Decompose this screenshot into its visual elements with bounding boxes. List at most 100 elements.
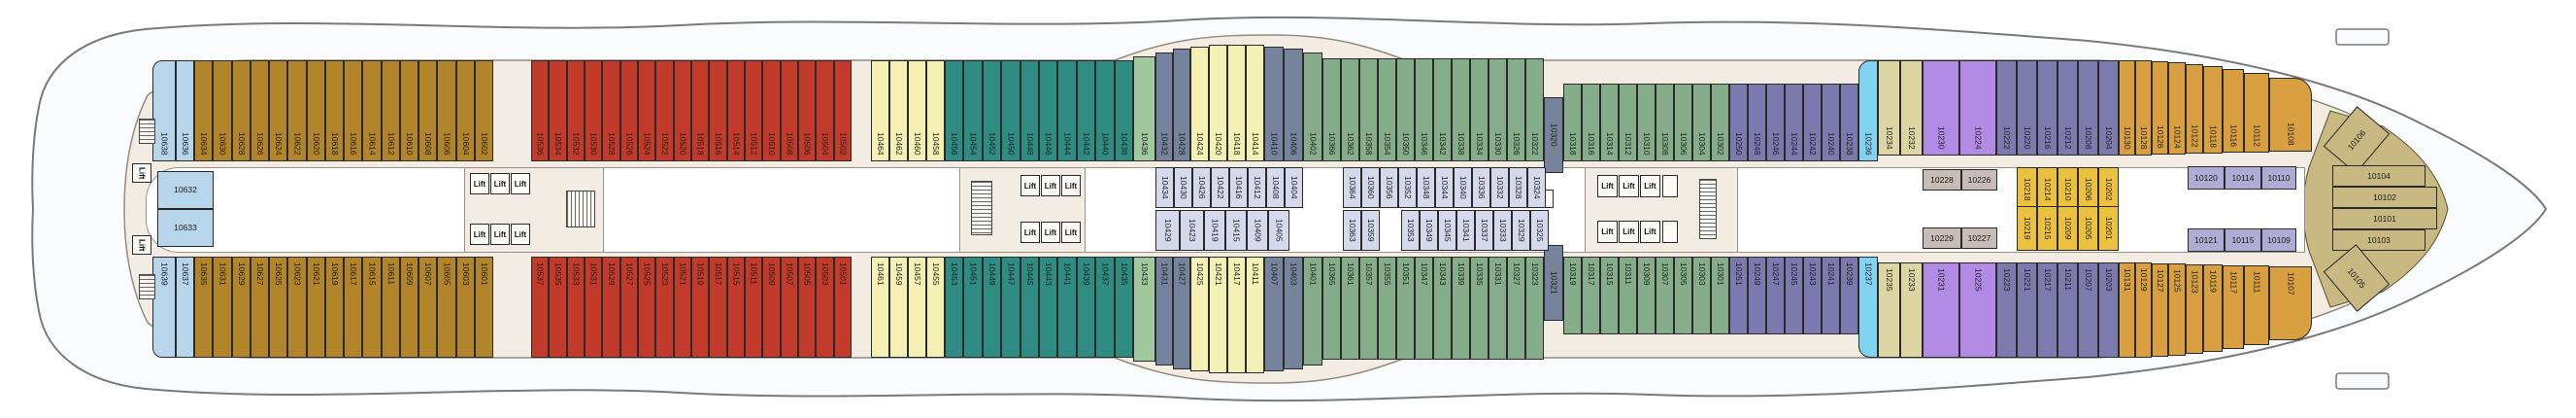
- cabin-10442: 10442: [1077, 60, 1095, 161]
- cabin-10448: 10448: [1020, 60, 1039, 161]
- cabin-number: 10616: [348, 132, 358, 156]
- cabin-10520: 10520: [674, 60, 691, 161]
- cabin-10419: 10419: [1204, 210, 1225, 251]
- cabin-number: 10348: [1421, 176, 1431, 199]
- cabin-number: 10455: [930, 262, 941, 286]
- cabin-number: 10118: [2208, 124, 2219, 148]
- cabin-10245: 10245: [1785, 257, 1803, 334]
- cabin-number: 10219: [2022, 217, 2032, 240]
- cabin-10533: 10533: [567, 257, 585, 358]
- lift: Lift: [511, 224, 530, 245]
- cabin-10510: 10510: [762, 60, 781, 161]
- cabin-10251: 10251: [1729, 257, 1748, 334]
- cabin-10530: 10530: [585, 60, 602, 161]
- cabin-number: 10602: [479, 132, 489, 156]
- cabin-number: 10614: [367, 132, 378, 156]
- cabin-number: 10323: [1529, 262, 1540, 286]
- cabin-number: 10328: [1513, 176, 1523, 199]
- lift: Lift: [1597, 175, 1618, 197]
- cabin-number: 10533: [571, 262, 582, 286]
- cabin-number: 10109: [2267, 234, 2291, 245]
- cabin-10427: 10427: [1173, 257, 1190, 369]
- cabin-number: 10115: [2231, 234, 2255, 245]
- cabin-10404: 10404: [1285, 167, 1303, 208]
- cabin-number: 10229: [1930, 232, 1954, 243]
- cabin-number: 10124: [2172, 125, 2183, 149]
- cabin-10606: 10606: [437, 60, 456, 161]
- cabin-number: 10238: [1844, 132, 1855, 156]
- cabin-10230: 10230: [1923, 60, 1959, 156]
- cabin-number: 10301: [1715, 262, 1725, 286]
- cabin-10441: 10441: [1057, 257, 1077, 358]
- cabin-10439: 10439: [1077, 257, 1095, 358]
- lift: Lift: [470, 224, 489, 245]
- cabin-10418: 10418: [1227, 45, 1246, 161]
- lift: Lift: [1640, 175, 1660, 197]
- cabin-10422: 10422: [1211, 167, 1229, 208]
- cabin-number: 10501: [838, 262, 849, 286]
- cabin-10614: 10614: [362, 60, 382, 161]
- cabin-number: 10128: [2138, 126, 2149, 150]
- cabin-10518: 10518: [691, 60, 709, 161]
- cabin-10360: 10360: [1361, 167, 1380, 208]
- cabin-10240: 10240: [1822, 84, 1840, 161]
- cabin-10128: 10128: [2135, 60, 2152, 156]
- cabin-10250: 10250: [1729, 84, 1748, 161]
- cabin-10501: 10501: [834, 257, 852, 358]
- cabin-number: 10235: [1884, 268, 1894, 292]
- cabin-number: 10231: [1936, 268, 1947, 292]
- lift: Lift: [490, 173, 510, 194]
- cabin-10328: 10328: [1509, 167, 1527, 208]
- cabin-number: 10412: [1252, 176, 1262, 199]
- cabin-number: 10108: [2286, 122, 2296, 146]
- cabin-10402: 10402: [1303, 52, 1322, 161]
- cabin-10215: 10215: [2037, 206, 2057, 251]
- cabin-10461: 10461: [871, 257, 889, 358]
- cabin-number: 10526: [624, 132, 635, 156]
- cabin-number: 10632: [174, 185, 197, 195]
- cabin-number: 10423: [1187, 219, 1197, 242]
- cabin-number: 10126: [2155, 125, 2165, 149]
- cabin-10111: 10111: [2244, 265, 2269, 345]
- cabin-number: 10441: [1062, 262, 1073, 286]
- cabin-number: 10459: [893, 262, 904, 286]
- cabin-number: 10403: [1288, 262, 1299, 286]
- cabin-number: 10407: [1269, 262, 1280, 286]
- cabin-number: 10249: [1752, 262, 1762, 286]
- cabin-number: 10528: [606, 132, 617, 156]
- cabin-number: 10532: [571, 132, 582, 156]
- cabin-10610: 10610: [400, 60, 418, 161]
- cabin-10115: 10115: [2225, 228, 2261, 252]
- cabin-10322: 10322: [1525, 58, 1544, 161]
- cabin-10101: 10101: [2332, 208, 2437, 229]
- cabin-10424: 10424: [1190, 47, 1209, 161]
- cabin-number: 10339: [1455, 262, 1466, 286]
- cabin-number: 10130: [2122, 126, 2132, 150]
- cabin-10117: 10117: [2223, 265, 2244, 349]
- cabin-10431: 10431: [1155, 257, 1173, 366]
- cabin-number: 10535: [552, 262, 563, 286]
- cabin-number: 10617: [348, 262, 358, 286]
- cabin-10527: 10527: [620, 257, 638, 358]
- cabin-number: 10456: [949, 132, 959, 156]
- cabin-number: 10429: [1162, 219, 1173, 242]
- stairs-icon: [1699, 179, 1717, 239]
- cabin-number: 10520: [678, 132, 688, 156]
- cabin-number: 10335: [1474, 262, 1485, 286]
- cabin-number: 10512: [749, 132, 759, 156]
- cabin-number: 10342: [1437, 132, 1448, 156]
- cabin-10532: 10532: [567, 60, 585, 161]
- cabin-number: 10228: [1930, 174, 1954, 185]
- cabin-10204: 10204: [2098, 60, 2119, 156]
- cabin-10615: 10615: [362, 257, 382, 358]
- cabin-10421: 10421: [1209, 257, 1227, 373]
- cabin-number: 10209: [2062, 217, 2073, 240]
- cabin-10317: 10317: [1582, 257, 1600, 334]
- cabin-10452: 10452: [983, 60, 1001, 161]
- cabin-10310: 10310: [1637, 84, 1656, 161]
- cabin-number: 10431: [1159, 262, 1170, 286]
- cabin-number: 10427: [1177, 262, 1188, 286]
- cabin-number: 10203: [2103, 268, 2114, 292]
- cabin-number: 10502: [838, 132, 849, 156]
- cabin-10112: 10112: [2244, 73, 2269, 153]
